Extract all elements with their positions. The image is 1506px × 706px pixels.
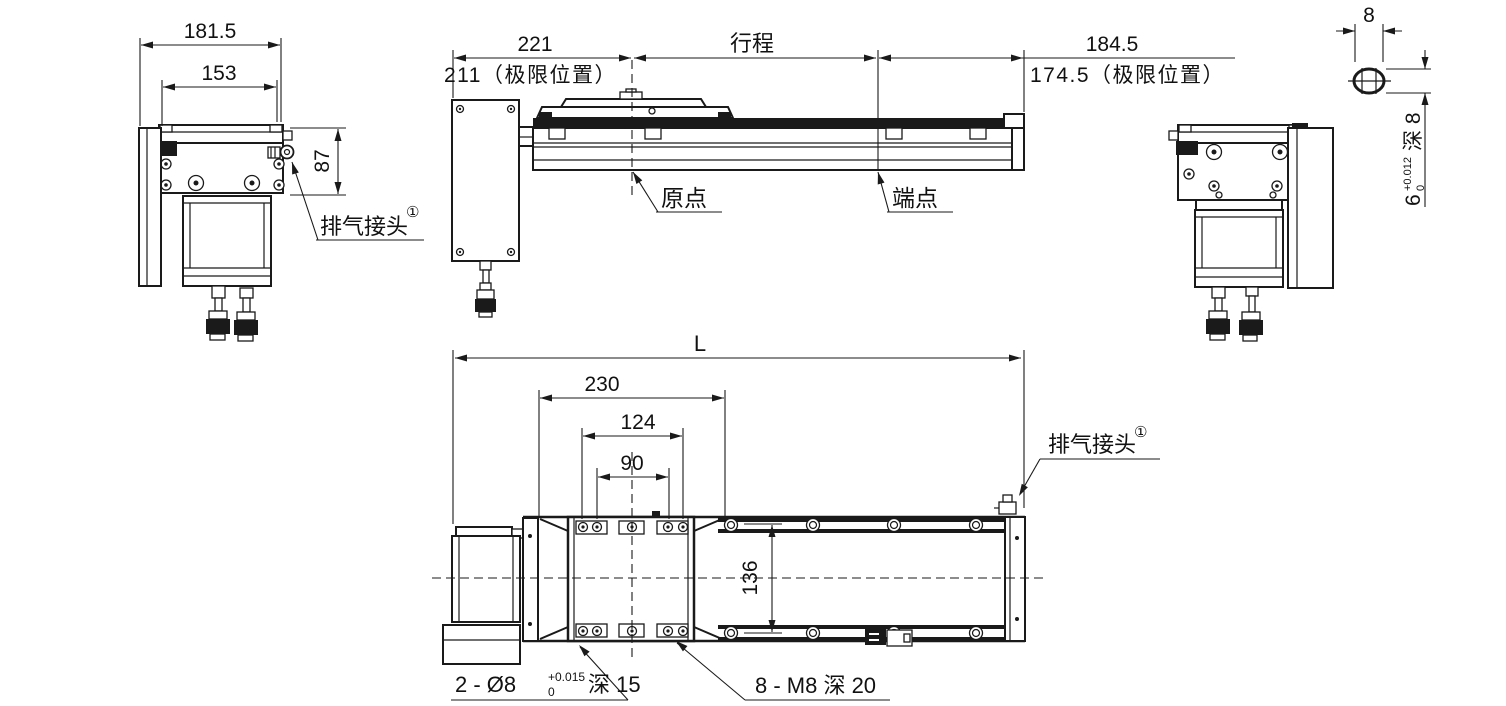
origin-label-text: 原点 [661, 185, 707, 211]
right-side-view [1168, 123, 1334, 342]
dim-6-depth-text: 深 8 [1402, 112, 1425, 151]
dim-stroke: 行程 [631, 31, 876, 198]
top-view: L 230 124 90 [432, 331, 1160, 701]
carriage-top-view [539, 511, 723, 643]
dim-136-text: 136 [739, 560, 762, 595]
pin-hole-depth-text: 深 15 [588, 672, 641, 697]
dim-87-text: 87 [311, 149, 334, 172]
motor-right-view [1194, 209, 1284, 288]
dim-124-text: 124 [620, 411, 655, 434]
motor-cables-left-view [206, 285, 258, 342]
bolt-holes [160, 158, 285, 192]
exhaust-port-callout-top: 排气接头 ① [1019, 424, 1160, 496]
pin-hole-tol-upper: +0.015 [548, 670, 585, 684]
dim-221: 221 211（极限位置） [444, 33, 631, 98]
exhaust-fitting [267, 144, 295, 160]
end-plate [138, 127, 162, 287]
dim-184-5-text: 184.5 [1086, 33, 1139, 56]
dim-230: 230 [538, 373, 726, 517]
rail-end-plate [1011, 127, 1025, 171]
rail-top-view [523, 494, 1026, 647]
rail-mount-holes [723, 517, 984, 641]
carriage-bolt-pattern [575, 520, 689, 638]
motor-top-view [442, 517, 539, 665]
pin-hole-label-text: 2 - Ø8 [455, 672, 516, 697]
exhaust-ref-mark: ① [406, 204, 419, 221]
dim-184-5: 184.5 174.5（极限位置） [877, 33, 1235, 170]
end-plate [1287, 127, 1334, 289]
limit-left-text: 211（极限位置） [444, 64, 617, 87]
motor-cables-right-view [1206, 286, 1263, 342]
dim-6-tol-upper: +0.012 [1402, 157, 1414, 191]
thread-callout: 8 - M8 深 20 [676, 641, 890, 701]
endpoint-callout: 端点 [877, 171, 953, 213]
dim-90: 90 [596, 452, 670, 519]
dim-stroke-text: 行程 [730, 31, 774, 56]
dim-230-text: 230 [584, 373, 619, 396]
pin-hole-symbol [1348, 67, 1391, 95]
dim-L-text: L [694, 331, 706, 356]
dim-153: 153 [161, 62, 278, 126]
right-side-view-body [1168, 123, 1334, 289]
origin-callout: 原点 [632, 171, 722, 213]
slider-carriage-front [535, 88, 735, 119]
dim-181-5: 181.5 [139, 20, 282, 126]
dim-136: 136 [739, 523, 782, 634]
endpoint-label-text: 端点 [892, 185, 938, 211]
exhaust-ref-mark: ① [1134, 424, 1147, 441]
exhaust-label-text: 排气接头 [320, 214, 408, 239]
dim-6-text: 6 [1402, 194, 1425, 206]
pin-hole-callout: 2 - Ø8 +0.015 0 深 15 [451, 645, 641, 701]
pin-hole-tol-lower: 0 [548, 685, 555, 699]
dim-8-text: 8 [1363, 4, 1375, 27]
exhaust-fitting-top-view [994, 494, 1017, 515]
dim-153-text: 153 [201, 62, 236, 85]
motor-left-view [182, 195, 272, 287]
dim-8: 8 [1336, 4, 1402, 62]
dim-87: 87 [290, 127, 346, 196]
motor-housing-front [451, 99, 534, 318]
front-view: 221 211（极限位置） 行程 184.5 174.5（极限位置） 原点 [444, 31, 1235, 318]
end-plate-top-view [1004, 516, 1026, 642]
dim-181-5-text: 181.5 [184, 20, 237, 43]
bolt-holes [1183, 143, 1289, 199]
pin-hole-detail-view: 8 6 +0.012 0 深 8 [1336, 4, 1431, 207]
side-connector-block [1176, 141, 1198, 155]
thread-label-text: 8 - M8 深 20 [755, 673, 876, 698]
left-side-view-body [138, 124, 295, 287]
rail-end-step [1003, 113, 1025, 129]
dim-L: L [452, 331, 1025, 524]
exhaust-label-text: 排气接头 [1048, 432, 1136, 457]
left-side-view: 181.5 153 87 排气接头 ① [138, 20, 424, 342]
exhaust-port-callout-left: 排气接头 ① [291, 161, 424, 241]
sensor-block [865, 629, 886, 645]
dim-124: 124 [581, 411, 684, 519]
rail-front [532, 113, 1025, 171]
limit-right-text: 174.5（极限位置） [1030, 64, 1225, 87]
motor-mount-plate [522, 517, 539, 642]
dim-6-depth-8: 6 +0.012 0 深 8 [1386, 50, 1431, 207]
dim-221-text: 221 [517, 33, 552, 56]
dim-90-text: 90 [620, 452, 643, 475]
dim-6-tol-lower: 0 [1415, 185, 1427, 191]
